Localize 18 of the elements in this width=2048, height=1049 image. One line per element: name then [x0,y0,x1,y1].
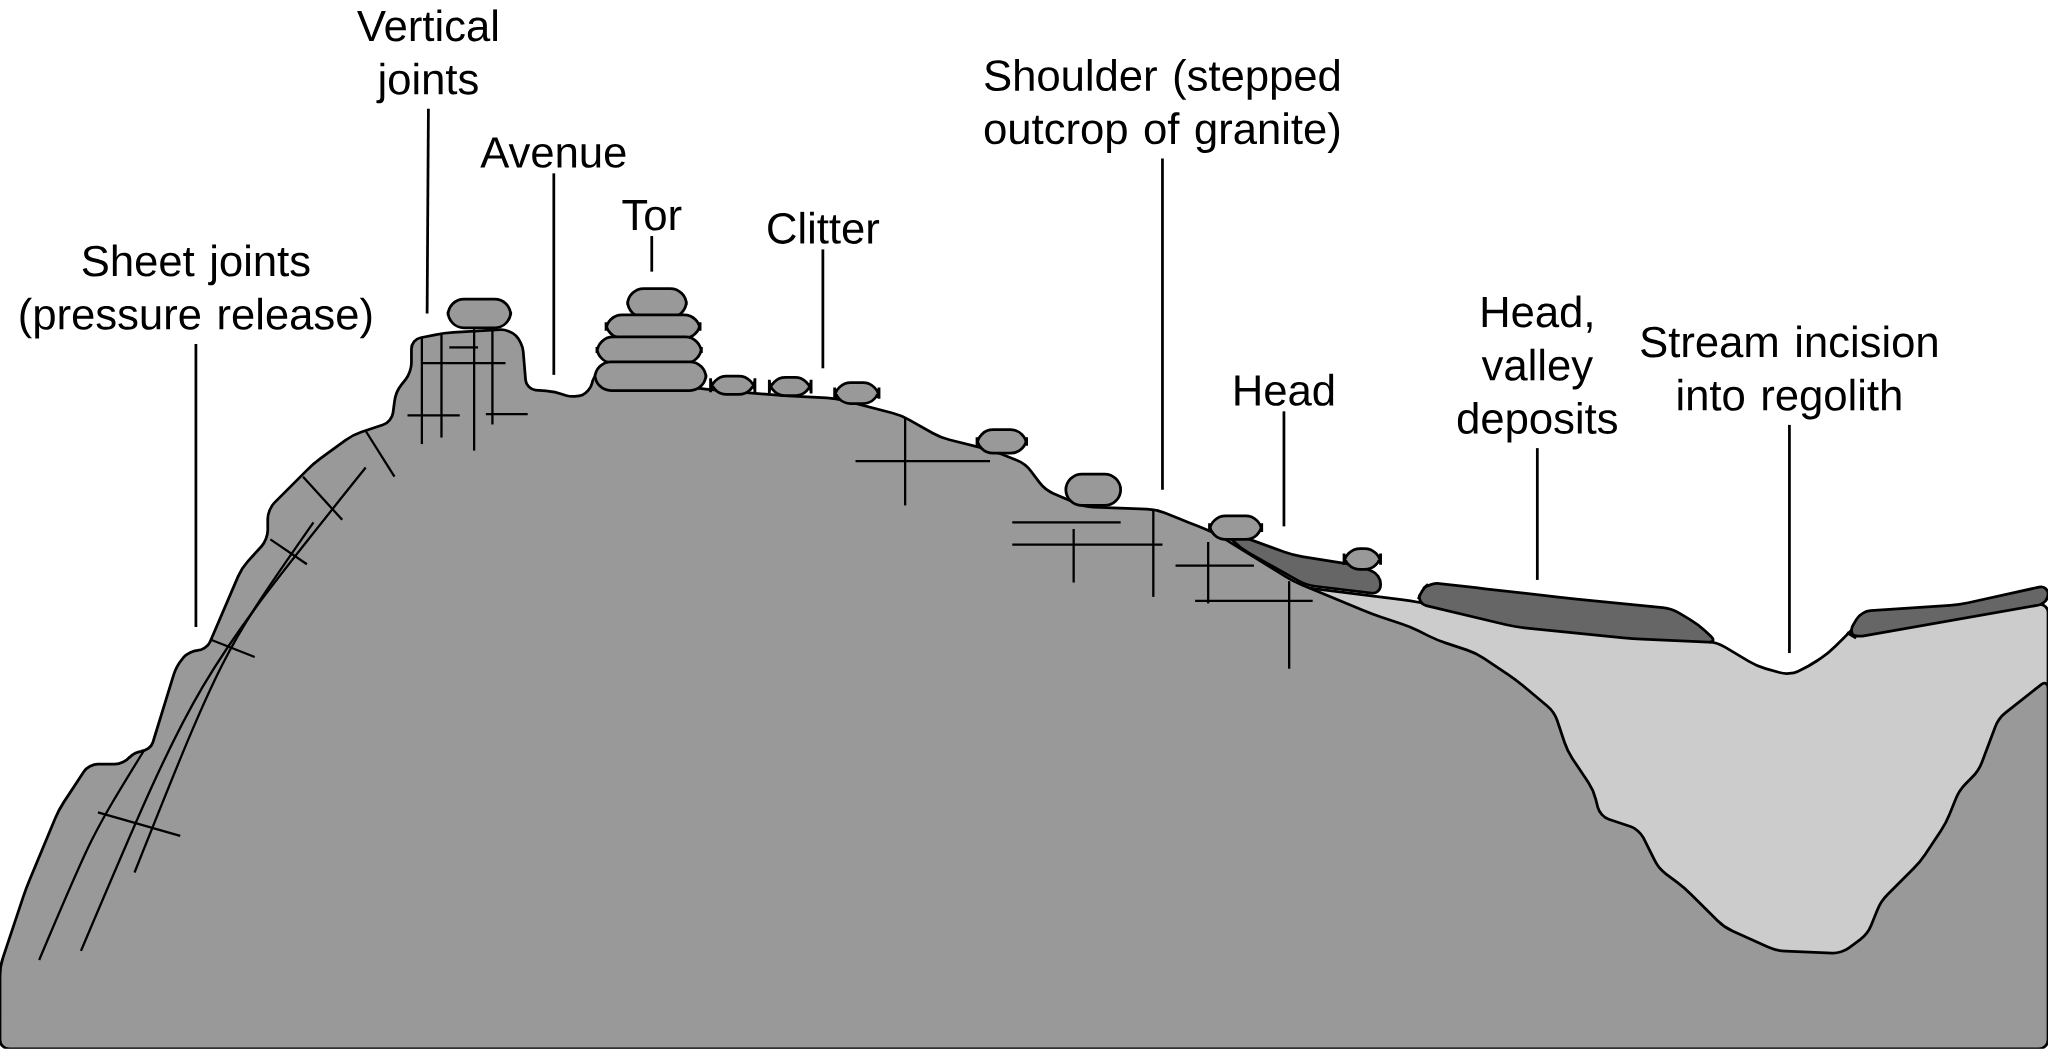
leader-line [425,108,430,314]
label-text: Head, valley deposits [1457,295,1617,443]
label-text: Avenue [480,137,626,168]
label-text: Vertical joints [357,9,497,104]
label-text: Clitter [768,211,880,244]
leader-line [821,249,825,369]
label-text: Tor [622,200,682,231]
leader-line [552,173,556,375]
label-text: Sheet joints (pressure release) [20,244,372,339]
label-text: Shoulder (stepped outcrop of granite) [984,59,1340,154]
leader-line [1161,158,1164,490]
leader-line [1535,448,1539,580]
leader-line [650,236,654,272]
leader-line [1282,411,1286,527]
leader-line [194,344,198,627]
label-text: Head [1235,373,1334,406]
label-text: Stream incision into regolith [1641,325,1937,420]
leader-line [1788,425,1791,654]
